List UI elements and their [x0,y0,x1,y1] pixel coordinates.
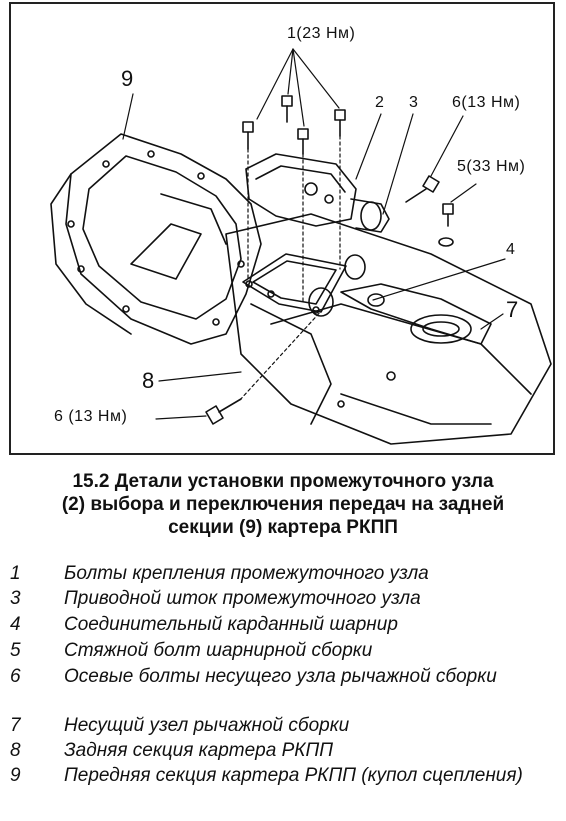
legend-text: Соединительный карданный шарнир [64,614,398,635]
linkage-drawing [308,254,492,345]
caption-line-3: секции (9) картера РКПП [168,517,398,538]
callout-5: 5(33 Нм) [457,158,526,175]
leader-lines [122,48,506,420]
caption-line-1: 15.2 Детали установки промежуточного узл… [72,471,494,492]
legend-text: Несущий узел рычажной сборки [64,715,350,736]
legend-number: 5 [10,640,21,661]
legend-number: 3 [10,588,21,609]
technical-illustration: 1(23 Нм) 9 2 3 6(13 Нм) 5(33 Нм) 4 7 8 6… [9,2,555,455]
legend-text: Задняя секция картера РКПП [64,740,333,761]
legend-text: Болты крепления промежуточного узла [64,563,429,584]
front-housing-drawing [50,133,262,345]
callout-4: 4 [506,241,516,258]
transmission-drawing [50,48,552,445]
legend-number: 7 [10,715,21,736]
bolts-drawing [205,95,454,425]
legend-number: 6 [10,666,21,687]
callout-6-top: 6(13 Нм) [452,94,521,111]
callout-6-bottom: 6 (13 Нм) [54,408,128,425]
legend-text: Приводной шток промежуточного узла [64,588,421,609]
callout-3: 3 [409,94,419,111]
rear-housing-drawing [225,213,552,445]
legend-number: 8 [10,740,21,761]
legend-number: 1 [10,563,21,584]
figure-caption: 15.2 Детали установки промежуточного узл… [0,470,566,539]
caption-line-2: (2) выбора и переключения передач на зад… [61,494,505,515]
callout-2: 2 [375,94,385,111]
legend-text: Осевые болты несущего узла рычажной сбор… [64,666,497,687]
legend-text: Стяжной болт шарнирной сборки [64,640,373,661]
callout-1: 1(23 Нм) [287,25,356,42]
cover-plate-drawing [242,253,347,314]
legend-number: 9 [10,765,21,786]
callout-8: 8 [142,368,155,393]
legend-text: Передняя секция картера РКПП (купол сцеп… [64,765,523,786]
callout-9: 9 [121,66,134,91]
callout-7: 7 [506,297,519,322]
selector-unit-drawing [245,153,390,233]
legend-number: 4 [10,614,21,635]
